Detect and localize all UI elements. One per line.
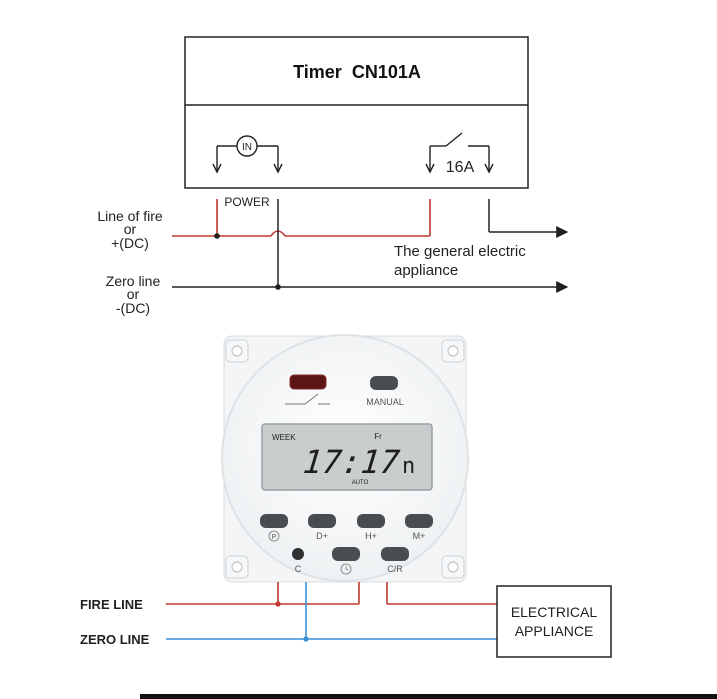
svg-text:Line of fire: Line of fire bbox=[97, 208, 163, 224]
lcd-suffix: n bbox=[402, 454, 415, 479]
svg-text:+(DC): +(DC) bbox=[111, 235, 149, 251]
manual-label: MANUAL bbox=[366, 397, 404, 407]
power-label: POWER bbox=[224, 195, 270, 209]
zero-line-bottom-label: ZERO LINE bbox=[80, 632, 150, 647]
fire-line-label: FIRE LINE bbox=[80, 597, 143, 612]
bottom-fire-junction bbox=[275, 601, 281, 607]
button-label-m: M+ bbox=[413, 531, 426, 541]
lcd-day: Fr bbox=[374, 432, 382, 441]
button-label-h: H+ bbox=[365, 531, 377, 541]
lcd-display: WEEK Fr 17:17 n AUTO bbox=[261, 423, 433, 491]
lcd-time: 17:17 bbox=[301, 443, 401, 481]
manual-button[interactable] bbox=[370, 376, 398, 390]
zero-line-label: Zero line or -(DC) bbox=[106, 273, 161, 316]
svg-text:Zero line: Zero line bbox=[106, 273, 161, 289]
svg-text:or: or bbox=[127, 286, 140, 302]
status-led bbox=[289, 374, 327, 390]
cancel-recall-label: C/R bbox=[387, 564, 403, 574]
lcd-week: WEEK bbox=[272, 433, 296, 442]
timer-title: Timer CN101A bbox=[293, 62, 421, 82]
fire-junction-dot bbox=[214, 233, 220, 239]
zero-junction-dot bbox=[275, 284, 281, 290]
line-of-fire-label: Line of fire or +(DC) bbox=[97, 208, 163, 251]
in-symbol-label: IN bbox=[242, 142, 252, 153]
hour-plus-button[interactable] bbox=[357, 514, 385, 528]
svg-text:The general electric: The general electric bbox=[394, 243, 526, 260]
bottom-zero-wiring bbox=[166, 582, 497, 640]
svg-text:-(DC): -(DC) bbox=[116, 300, 150, 316]
clear-button[interactable] bbox=[292, 548, 304, 560]
bottom-zero-junction bbox=[303, 636, 309, 642]
clear-label: C bbox=[295, 564, 302, 574]
day-plus-button[interactable] bbox=[308, 514, 336, 528]
relay-rating: 16A bbox=[446, 159, 475, 176]
program-button[interactable] bbox=[260, 514, 288, 528]
button-label-d: D+ bbox=[316, 531, 328, 541]
power-input-symbol bbox=[212, 135, 283, 174]
timer-box: Timer CN101A bbox=[184, 36, 529, 189]
top-fire-wiring bbox=[172, 199, 431, 237]
top-zero-wiring bbox=[172, 199, 569, 293]
appliance-caption: The general electric appliance bbox=[394, 243, 526, 279]
minute-plus-button[interactable] bbox=[405, 514, 433, 528]
bottom-border-bar bbox=[140, 694, 717, 699]
relay-symbol-icon bbox=[285, 393, 330, 405]
svg-text:or: or bbox=[124, 221, 137, 237]
clock-button[interactable] bbox=[332, 547, 360, 561]
svg-text:appliance: appliance bbox=[394, 262, 458, 279]
bottom-fire-wiring bbox=[166, 582, 497, 605]
appliance-output-line bbox=[488, 199, 569, 238]
cancel-recall-button[interactable] bbox=[381, 547, 409, 561]
clock-icon bbox=[340, 563, 352, 575]
lcd-mode: AUTO bbox=[352, 480, 369, 486]
svg-text:APPLIANCE: APPLIANCE bbox=[515, 623, 594, 639]
svg-text:ELECTRICAL: ELECTRICAL bbox=[511, 604, 598, 620]
button-label-p: P bbox=[272, 534, 277, 541]
relay-contact-symbol bbox=[425, 132, 494, 174]
program-circle-icon bbox=[268, 530, 280, 542]
electrical-appliance-box: ELECTRICAL APPLIANCE bbox=[496, 585, 612, 658]
